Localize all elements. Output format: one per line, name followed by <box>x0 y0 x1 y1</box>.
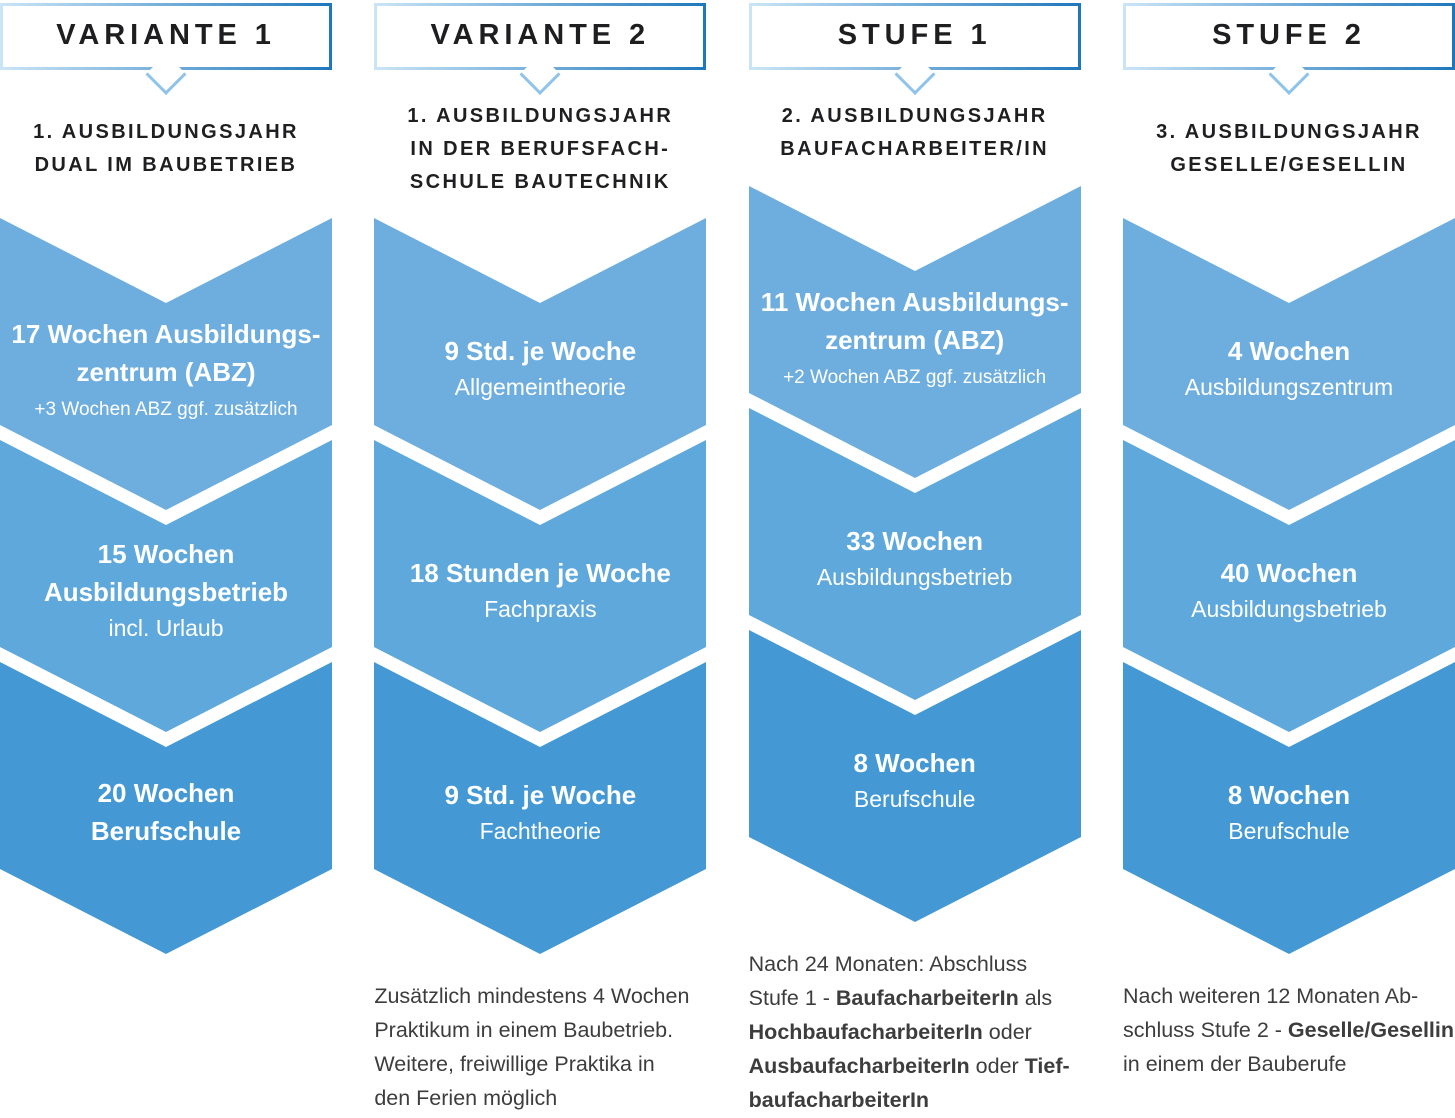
header-badge: STUFE 2 <box>1122 3 1455 96</box>
chevron-3-shape <box>1122 662 1455 954</box>
header-badge: VARIANTE 1 <box>0 3 332 96</box>
column-stufe-2: STUFE 2 3. AUSBILDUNGSJAHR GESELLE/GESEL… <box>1122 0 1455 1118</box>
chevron-shapes <box>374 218 707 954</box>
chevron-3-text: 8 Wochen Berufschule <box>749 693 1081 868</box>
column-footnote: Zusätzlich mindestens 4 Wochen Praktikum… <box>374 984 690 1110</box>
chevron-secondary-label: Ausbildungsbetrieb <box>816 563 1013 590</box>
chevron-1-shape <box>748 186 1081 479</box>
chevron-secondary-label: Berufschule <box>1228 817 1350 844</box>
chevron-2-shape <box>374 440 707 732</box>
chevron-3-shape <box>374 662 707 954</box>
chevron-2-text: 33 Wochen Ausbildungsbetrieb <box>749 471 1081 646</box>
column-subtitle: 2. AUSBILDUNGSJAHR BAUFACHARBEITER/IN <box>780 105 1050 161</box>
chevron-3-shape <box>748 630 1081 923</box>
chevron-3-text: 8 Wochen Berufschule <box>1123 725 1455 900</box>
chevron-2-shape <box>748 408 1081 701</box>
chevron-bold-label: 15 Wochen Ausbildungsbetrieb <box>43 539 289 607</box>
column-header: STUFE 2 3. AUSBILDUNGSJAHR GESELLE/GESEL… <box>1122 0 1455 218</box>
chevron-bold-label: 33 Wochen <box>846 526 984 557</box>
chevron-stack: 4 Wochen Ausbildungszentrum 40 Wochen Au… <box>1122 218 1455 954</box>
chevron-stack: 11 Wochen Ausbildungs- zentrum (ABZ) +2 … <box>748 186 1081 923</box>
chevron-1-text: 4 Wochen Ausbildungszentrum <box>1123 281 1455 456</box>
header-badge: STUFE 1 <box>748 3 1081 96</box>
chevron-3-text: 9 Std. je Woche Fachtheorie <box>374 725 706 900</box>
chevron-bold-label: 11 Wochen Ausbildungs- zentrum (ABZ) <box>760 287 1069 356</box>
chevron-note-label: +2 Wochen ABZ ggf. zusätzlich <box>783 366 1047 388</box>
column-stufe-1: STUFE 1 2. AUSBILDUNGSJAHR BAUFACHARBEIT… <box>748 0 1081 1118</box>
chevron-note-label: +3 Wochen ABZ ggf. zusätzlich <box>34 398 298 420</box>
chevron-1-shape <box>1122 218 1455 510</box>
column-variante-2: VARIANTE 2 1. AUSBILDUNGSJAHR IN DER BER… <box>374 0 707 1118</box>
chevron-secondary-label: incl. Urlaub <box>108 614 224 641</box>
chevron-1-shape <box>374 218 707 510</box>
column-variante-1: VARIANTE 1 1. AUSBILDUNGSJAHR DUAL IM BA… <box>0 0 332 1118</box>
chevron-bold-label: 4 Wochen <box>1227 335 1351 366</box>
column-subtitle: 1. AUSBILDUNGSJAHR IN DER BERUFSFACH- SC… <box>407 104 674 193</box>
chevron-shapes <box>0 218 332 954</box>
chevron-shapes <box>748 186 1081 923</box>
chevron-2-shape <box>1122 440 1455 732</box>
chevron-stack: 17 Wochen Ausbildungs- zentrum (ABZ) +3 … <box>0 218 332 954</box>
chevron-bold-label: 8 Wochen <box>1227 779 1351 810</box>
badge-label: STUFE 1 <box>751 6 1078 67</box>
column-header: VARIANTE 1 1. AUSBILDUNGSJAHR DUAL IM BA… <box>0 0 332 218</box>
chevron-1-shape <box>0 218 332 510</box>
chevron-2-text: 15 Wochen Ausbildungsbetrieb incl. Urlau… <box>0 503 332 678</box>
chevron-bold-label: 8 Wochen <box>853 748 976 779</box>
chevron-secondary-label: Fachtheorie <box>479 817 602 844</box>
chevron-bold-label: 9 Std. je Woche <box>444 335 637 366</box>
column-subtitle: 3. AUSBILDUNGSJAHR GESELLE/GESELLIN <box>1156 121 1422 176</box>
chevron-1-text: 9 Std. je Woche Allgemeintheorie <box>374 281 706 456</box>
chevron-2-text: 40 Wochen Ausbildungsbetrieb <box>1123 503 1455 678</box>
chevron-secondary-label: Berufschule <box>853 785 976 812</box>
chevron-secondary-label: Fachpraxis <box>484 595 597 622</box>
chevron-1-text: 17 Wochen Ausbildungs- zentrum (ABZ) +3 … <box>0 281 332 456</box>
chevron-stack: 9 Std. je Woche Allgemeintheorie 18 Stun… <box>374 218 707 954</box>
chevron-2-text: 18 Stunden je Woche Fachpraxis <box>374 503 706 678</box>
chevron-bold-label: 18 Stunden je Woche <box>409 557 671 588</box>
chevron-bold-label: 9 Std. je Woche <box>444 779 637 810</box>
chevron-2-shape <box>0 440 332 732</box>
chevron-secondary-label: Ausbildungsbetrieb <box>1191 595 1387 622</box>
column-subtitle: 1. AUSBILDUNGSJAHR DUAL IM BAUBETRIEB <box>33 121 299 176</box>
header-badge: VARIANTE 2 <box>374 3 707 96</box>
chevron-1-text: 11 Wochen Ausbildungs- zentrum (ABZ) +2 … <box>749 249 1081 424</box>
column-header: STUFE 1 2. AUSBILDUNGSJAHR BAUFACHARBEIT… <box>748 0 1081 186</box>
chevron-secondary-label: Ausbildungszentrum <box>1184 373 1394 400</box>
column-header: VARIANTE 2 1. AUSBILDUNGSJAHR IN DER BER… <box>374 0 707 218</box>
chevron-bold-label: 40 Wochen <box>1220 557 1358 588</box>
chevron-3-shape <box>0 662 332 954</box>
chevron-3-text: 20 Wochen Berufschule <box>0 725 332 900</box>
column-footnote: Nach 24 Monaten: Abschluss Stufe 1 - Bau… <box>748 952 1070 1113</box>
column-footnote: Nach weiteren 12 Monaten Ab- schluss Stu… <box>1122 984 1455 1076</box>
chevron-secondary-label: Allgemeintheorie <box>454 373 626 400</box>
chevron-bold-label: 20 Wochen Berufschule <box>90 777 242 846</box>
chevron-bold-label: 17 Wochen Ausbildungs- zentrum (ABZ) <box>11 319 321 387</box>
chevron-shapes <box>1122 218 1455 954</box>
